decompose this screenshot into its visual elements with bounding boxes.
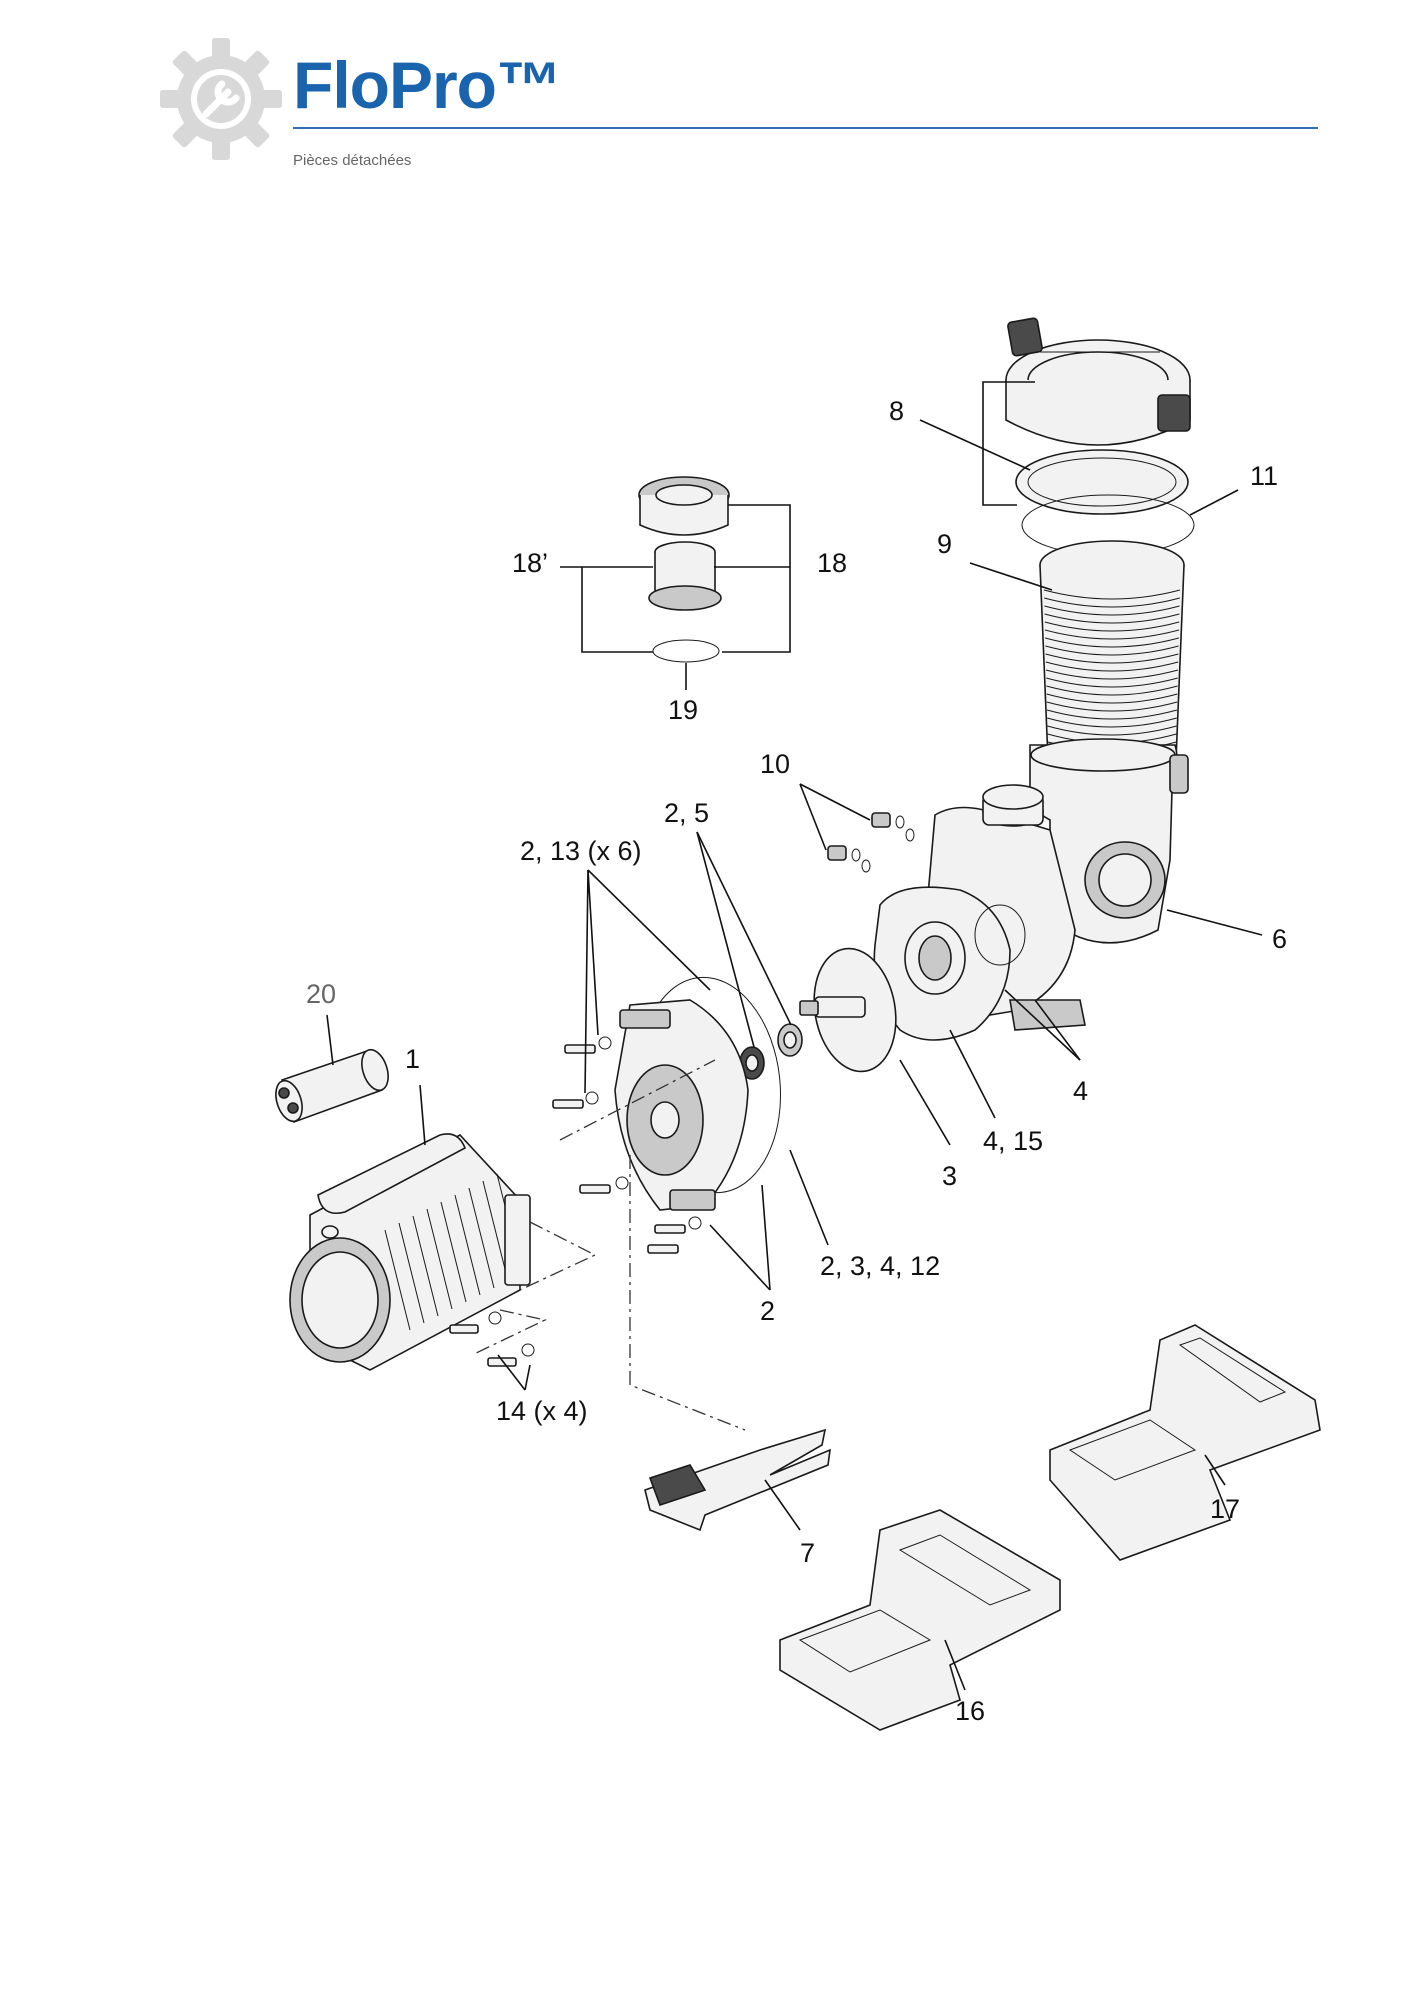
- label-18-prime: 18’: [512, 548, 548, 578]
- label-10: 10: [760, 749, 790, 779]
- lid-seal-8: [1015, 449, 1189, 515]
- base-17: [1049, 1324, 1321, 1561]
- label-3: 3: [942, 1161, 957, 1191]
- label-20: 20: [306, 979, 336, 1009]
- label-11: 11: [1250, 461, 1278, 491]
- label-1: 1: [405, 1044, 420, 1074]
- bolts-2-13: [552, 1036, 702, 1254]
- label-18: 18: [817, 548, 847, 578]
- label-4: 4: [1073, 1076, 1088, 1106]
- label-19: 19: [668, 695, 698, 725]
- label-9: 9: [937, 529, 952, 559]
- label-17: 17: [1210, 1494, 1240, 1524]
- page-subtitle: Pièces détachées: [293, 152, 412, 169]
- impeller-3: [799, 947, 897, 1073]
- brand-title: FloPro™: [293, 48, 562, 122]
- union-oring-19: [652, 639, 720, 663]
- pump-housing-6: [924, 738, 1189, 1031]
- seal-plate-2: [614, 976, 782, 1211]
- label-4-15: 4, 15: [983, 1126, 1043, 1156]
- motor-support-7: [644, 1428, 831, 1532]
- leader-lines: [326, 381, 1263, 1691]
- assembly-lines: [471, 1059, 746, 1431]
- label-2: 2: [760, 1296, 775, 1326]
- diffuser-4-15: [873, 886, 1026, 1041]
- strainer-basket-9: [1039, 540, 1185, 776]
- page-header: FloPro™ Pièces détachées: [0, 0, 1410, 190]
- label-2-5: 2, 5: [664, 798, 709, 828]
- union-nut-18: [638, 476, 730, 536]
- callout-labels: 8 11 9 18’ 18 19 10 2, 5 2, 13 (x 6) 6 2…: [306, 396, 1287, 1726]
- union-tail-18-prime: [648, 541, 722, 611]
- motor-1: [289, 1133, 531, 1371]
- label-14: 14 (x 4): [496, 1396, 588, 1426]
- label-6: 6: [1272, 924, 1287, 954]
- base-16: [779, 1509, 1061, 1731]
- label-2-13: 2, 13 (x 6): [520, 836, 642, 866]
- label-2-3-4-12: 2, 3, 4, 12: [820, 1251, 940, 1281]
- motor-bolts-14: [449, 1311, 535, 1367]
- drain-plugs-10: [827, 812, 915, 873]
- label-8: 8: [889, 396, 904, 426]
- gear-wrench-icon: [160, 38, 282, 160]
- header-divider: [293, 127, 1318, 129]
- label-16: 16: [955, 1696, 985, 1726]
- pump-lid-ring: [1005, 317, 1191, 446]
- label-7: 7: [800, 1538, 815, 1568]
- capacitor-20: [275, 1048, 389, 1124]
